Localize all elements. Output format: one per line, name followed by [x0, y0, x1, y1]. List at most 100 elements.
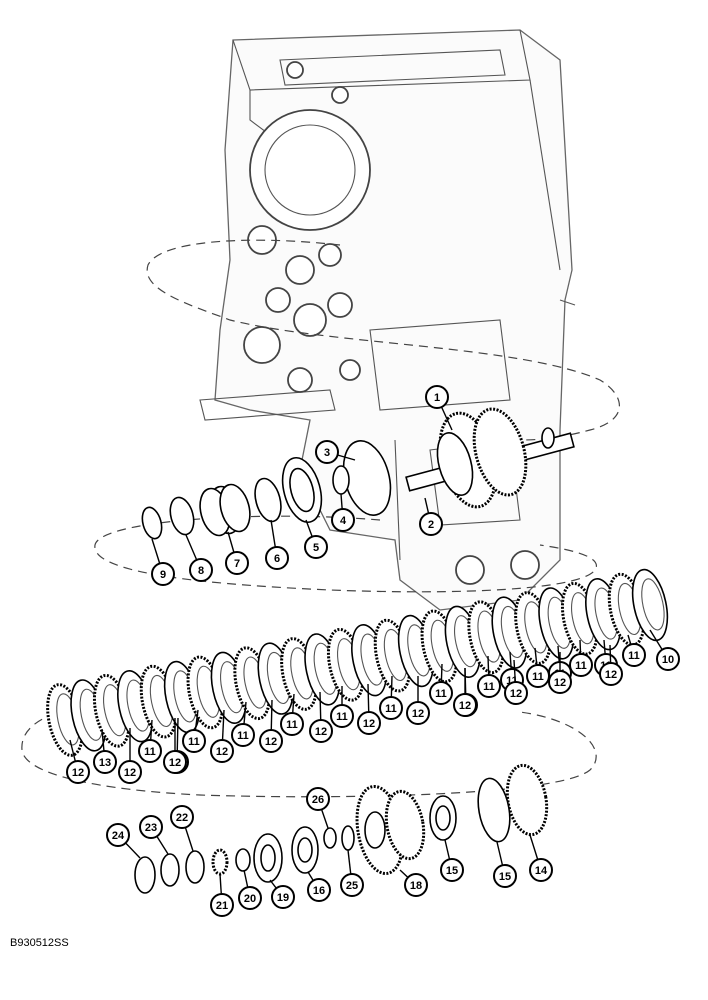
callout-number: 12 [169, 757, 181, 769]
callout-number: 12 [315, 726, 327, 738]
shaft-assembly [405, 407, 575, 509]
callout-circle [331, 508, 355, 532]
callout-12: 12 [357, 711, 381, 735]
callout-number: 3 [324, 447, 330, 459]
callout-number: 12 [363, 718, 375, 730]
callout-circle [429, 681, 453, 705]
input-parts-row [141, 440, 392, 540]
callout-number: 10 [662, 654, 674, 666]
callout-7: 7 [225, 551, 249, 575]
callout-number: 11 [483, 681, 495, 693]
callout-12: 12 [66, 760, 90, 784]
callout-11: 11 [526, 664, 550, 688]
callout-12: 12 [118, 760, 142, 784]
part-26-ring [323, 827, 337, 849]
callout-number: 11 [385, 703, 397, 715]
callout-circle [548, 670, 572, 694]
callout-number: 11 [188, 736, 200, 748]
callout-circle [259, 729, 283, 753]
callout-12: 12 [163, 750, 187, 774]
callout-25: 25 [340, 873, 364, 897]
part-24-ring [134, 856, 156, 894]
callout-number: 4 [340, 515, 347, 527]
callout-5: 5 [304, 535, 328, 559]
callout-number: 11 [575, 660, 587, 672]
callout-11: 11 [429, 681, 453, 705]
callout-16: 16 [307, 878, 331, 902]
callout-circle [315, 440, 339, 464]
callout-3: 3 [315, 440, 339, 464]
callout-number: 12 [72, 767, 84, 779]
callout-circle [504, 681, 528, 705]
callout-circle [656, 647, 680, 671]
part-14-gear-ring [505, 763, 549, 837]
callout-12: 12 [210, 739, 234, 763]
callout-circle [66, 760, 90, 784]
callout-13: 13 [93, 750, 117, 774]
callout-number: 13 [99, 757, 111, 769]
callout-number: 11 [144, 746, 156, 758]
callout-number: 12 [412, 708, 424, 720]
callout-number: 20 [244, 893, 256, 905]
callout-number: 12 [510, 688, 522, 700]
callout-circle [330, 704, 354, 728]
callout-circle [309, 719, 333, 743]
callout-number: 11 [435, 688, 447, 700]
callout-circle [622, 643, 646, 667]
callout-12: 12 [599, 662, 623, 686]
callout-circle [189, 558, 213, 582]
callout-number: 22 [176, 812, 188, 824]
callout-11: 11 [379, 696, 403, 720]
callout-12: 12 [504, 681, 528, 705]
callout-circle [163, 750, 187, 774]
callout-number: 12 [265, 736, 277, 748]
callout-number: 19 [277, 892, 289, 904]
callout-12: 12 [309, 719, 333, 743]
alignment-loop-middle [94, 515, 598, 593]
callout-circle [106, 823, 130, 847]
callout-number: 21 [216, 900, 228, 912]
callout-circle [306, 787, 330, 811]
callout-circle [238, 886, 262, 910]
callout-circle [340, 873, 364, 897]
callout-number: 5 [313, 542, 319, 554]
part-9-snap-ring [141, 506, 163, 540]
callout-number: 16 [313, 885, 325, 897]
callout-number: 11 [286, 719, 298, 731]
callout-circle [151, 562, 175, 586]
callout-number: 11 [237, 730, 249, 742]
clutch-disc-stack [46, 568, 669, 757]
callout-number: 11 [506, 675, 518, 687]
disc-bore [641, 578, 665, 631]
callout-circle [404, 873, 428, 897]
callout-circle [271, 885, 295, 909]
callout-circle [529, 858, 553, 882]
callout-circle [280, 712, 304, 736]
callout-number: 8 [198, 565, 204, 577]
callout-circle [307, 878, 331, 902]
callout-number: 18 [410, 880, 422, 892]
callout-11: 11 [280, 712, 304, 736]
callout-number: 12 [605, 669, 617, 681]
callout-2: 2 [419, 512, 443, 536]
callout-9: 9 [151, 562, 175, 586]
part-22-washer [185, 850, 205, 884]
callout-number: 26 [312, 794, 324, 806]
part-23-washer [160, 853, 180, 887]
callout-22: 22 [170, 805, 194, 829]
callout-11: 11 [569, 653, 593, 677]
callout-circle [569, 653, 593, 677]
callout-circle [425, 385, 449, 409]
alignment-lines [21, 239, 620, 798]
callout-circle [210, 739, 234, 763]
callout-circle [599, 662, 623, 686]
callout-8: 8 [189, 558, 213, 582]
callout-number: 2 [428, 519, 434, 531]
callout-circle [419, 512, 443, 536]
part-8-ring [169, 496, 195, 536]
callout-circle [138, 739, 162, 763]
callout-number: 11 [628, 650, 640, 662]
callout-circle [304, 535, 328, 559]
